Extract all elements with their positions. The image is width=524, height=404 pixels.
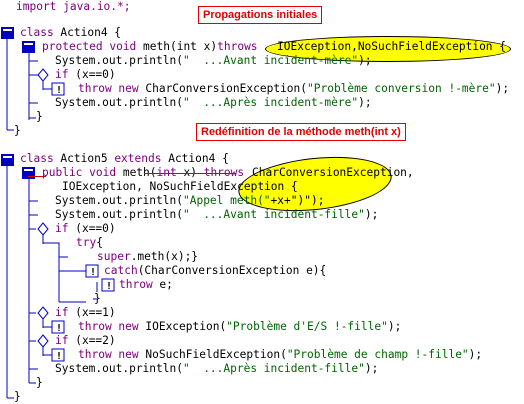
strike-mark: [28, 176, 46, 177]
action5-method-close: }: [36, 376, 43, 389]
action4-class-line: class Action4 {: [20, 26, 122, 39]
action4-method-close: }: [36, 110, 43, 123]
callout-propagations: Propagations initiales: [198, 6, 323, 24]
action5-if2-line: if (x==2): [55, 334, 116, 347]
action4-method-line: protected void meth(int x)throws: [42, 40, 258, 53]
action5-throw-e-line: throw e;: [119, 278, 173, 291]
action5-throws-line1: CharConversionException,: [252, 166, 414, 179]
action5-print-apres-line: System.out.println(" ...Après incident-f…: [55, 362, 379, 375]
action4-throws-list: IOException,NoSuchFieldException {: [277, 40, 507, 53]
action4-print2-line: System.out.println(" ...Après incident-m…: [55, 96, 372, 109]
action5-method-line: public void meth(int x) throws: [42, 166, 245, 179]
action5-class-close: }: [14, 390, 21, 403]
throws-highlight-action4: [265, 36, 511, 62]
svg-text:!: !: [56, 351, 62, 362]
svg-text:!: !: [56, 323, 62, 334]
action5-throw1-line: throw new IOException("Problème d'E/S !-…: [78, 320, 402, 333]
action5-if1-line: if (x==1): [55, 306, 116, 319]
action5-try-line: try{: [76, 236, 103, 249]
action5-print-avant-line: System.out.println(" ...Avant incident-f…: [55, 208, 379, 221]
action5-throws-line2: IOException, NoSuchFieldException {: [62, 180, 298, 193]
action5-class-line: class Action5 extends Action4 {: [20, 152, 229, 165]
svg-text:!: !: [56, 85, 62, 96]
svg-text:!: !: [90, 267, 96, 278]
action5-catch-line: catch(CharConversionException e){: [104, 264, 327, 277]
class-node-icon: [1, 27, 14, 166]
action4-class-close: }: [14, 124, 21, 137]
action5-throw2-line: throw new NoSuchFieldException("Problème…: [78, 348, 483, 361]
if-node-icon: [37, 68, 49, 348]
callout-redefinition: Redéfinition de la méthode meth(int x): [196, 123, 406, 141]
action5-catch-close: }: [94, 292, 101, 305]
action4-print1-line: System.out.println(" ...Avant incident-m…: [55, 54, 372, 67]
svg-text:!: !: [106, 281, 112, 292]
action4-if-line: if (x==0): [55, 68, 116, 81]
action5-print-meth-line: System.out.println("Appel meth("+x+")");: [55, 194, 325, 207]
import-line: import java.io.*;: [16, 0, 131, 13]
action5-if0-line: if (x==0): [55, 222, 116, 235]
strike-mark: [144, 173, 236, 174]
throw-node-icon: ! ! ! ! !: [51, 82, 115, 362]
try-node-icon: [52, 242, 60, 248]
action4-throw-line: throw new CharConversionException("Probl…: [78, 82, 510, 95]
action5-super-line: super.meth(x);}: [97, 250, 199, 263]
